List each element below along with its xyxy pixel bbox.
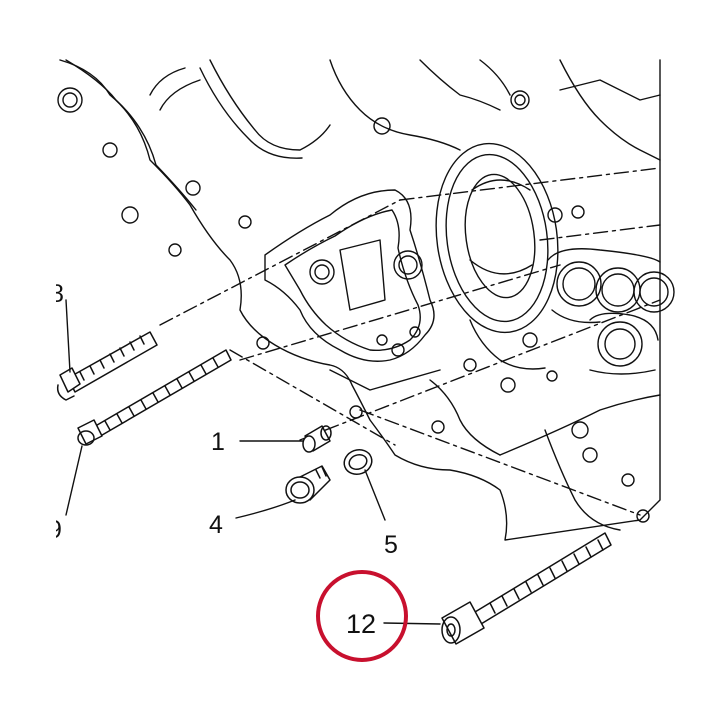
part-1-dowel [302,425,332,453]
callout-label-12: 12 [346,609,376,639]
part-4-plug [285,465,331,504]
crankcase-drawing [57,59,675,541]
leader-lines [65,299,441,625]
leader-9 [65,445,83,516]
part-9-bolt [77,349,232,446]
callout-label-1: 1 [211,428,225,456]
part-8-bolt [56,331,158,401]
leader-5 [364,469,386,521]
leader-4 [235,499,296,519]
leader-8 [65,299,71,373]
leader-12 [383,622,441,625]
callout-label-4: 4 [209,511,223,539]
callout-label-5: 5 [384,531,398,559]
part-12-bolt [441,532,612,645]
highlight-circle [316,570,408,662]
part-5-washer [343,448,373,476]
left-edge-mask [0,0,56,720]
